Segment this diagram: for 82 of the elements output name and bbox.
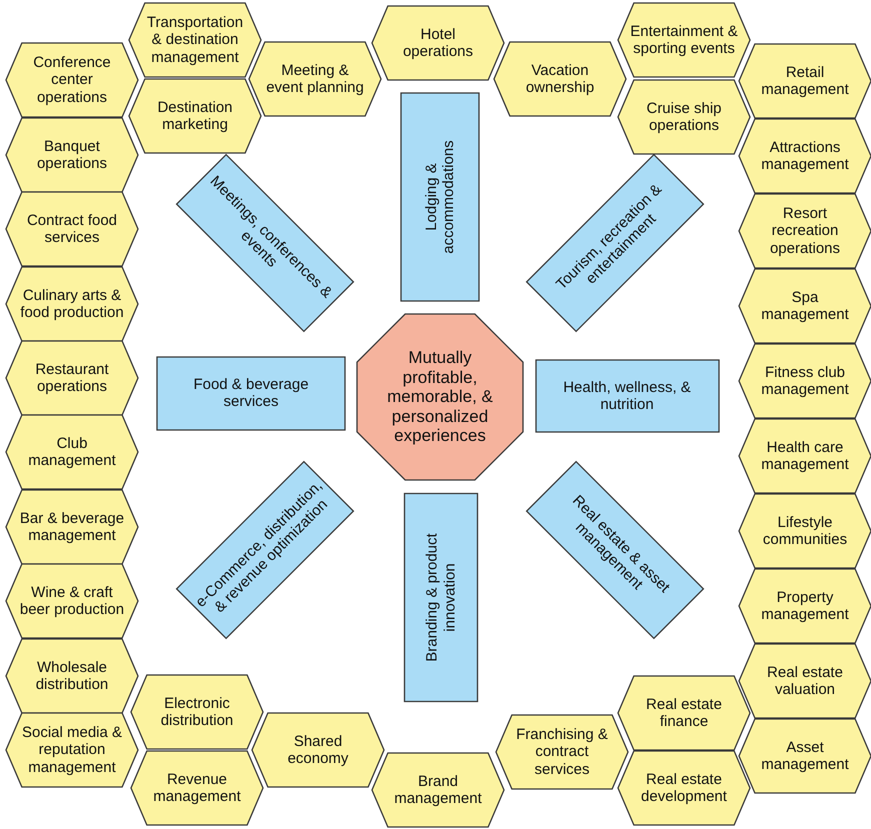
node-label: Cruise ship operations bbox=[645, 100, 723, 134]
hexagon-node bbox=[6, 267, 138, 341]
spoke-box bbox=[536, 360, 718, 432]
hexagon-node bbox=[618, 676, 750, 750]
hexagon-node bbox=[739, 119, 871, 193]
node-label: Mutually profitable, memorable, & personalized experiences bbox=[386, 348, 494, 446]
node-label: Food & beverage services bbox=[192, 376, 310, 410]
hexagon-node bbox=[6, 415, 138, 489]
node-label: Asset management bbox=[760, 738, 850, 774]
node-label: Real estate development bbox=[640, 770, 728, 806]
hexagon-node bbox=[6, 490, 138, 564]
hexagon-node bbox=[6, 639, 138, 713]
node-label: Lifestyle communities bbox=[762, 514, 848, 548]
hexagon-node bbox=[739, 644, 871, 718]
hexagon-node bbox=[129, 79, 261, 153]
hexagon-node bbox=[249, 42, 381, 116]
node-label: Bar & beverage management bbox=[18, 510, 126, 544]
spoke-box bbox=[526, 154, 704, 332]
hexagon-node bbox=[372, 753, 504, 827]
hexagon-node bbox=[739, 569, 871, 643]
spoke-box bbox=[526, 462, 704, 638]
node-label: Branding & product innovation bbox=[424, 532, 458, 664]
node-label: Vacation ownership bbox=[524, 62, 596, 96]
node-label: Brand management bbox=[393, 772, 483, 808]
node-label: Fitness club management bbox=[760, 364, 850, 398]
node-label: Club management bbox=[27, 434, 117, 470]
hexagon-node bbox=[618, 751, 750, 825]
node-label: Wholesale distribution bbox=[34, 658, 110, 694]
node-label: Destination marketing bbox=[156, 98, 234, 134]
octagon-node bbox=[357, 314, 523, 480]
spoke-box bbox=[404, 493, 478, 701]
hexagon-node bbox=[131, 751, 263, 825]
hexagon-node bbox=[6, 341, 138, 415]
node-label: Resort recreation operations bbox=[768, 205, 842, 257]
node-label: Property management bbox=[760, 588, 850, 624]
hexagon-node bbox=[739, 44, 871, 118]
hexagon-node bbox=[618, 3, 750, 77]
hexagon-node bbox=[739, 194, 871, 268]
hexagon-node bbox=[739, 494, 871, 568]
hexagon-node bbox=[6, 118, 138, 192]
hexagon-node bbox=[739, 419, 871, 493]
hexagon-node bbox=[252, 713, 384, 787]
node-label: Meeting & event planning bbox=[265, 62, 365, 96]
node-label: Conference center operations bbox=[32, 54, 112, 106]
node-label: Franchising & contract services bbox=[515, 726, 609, 778]
node-label: Transportation & destination management bbox=[146, 14, 244, 66]
node-label: Wine & craft beer production bbox=[18, 584, 126, 618]
node-label: Entertainment & sporting events bbox=[630, 22, 738, 58]
hexagon-node bbox=[739, 344, 871, 418]
hexagon-node bbox=[6, 192, 138, 266]
node-label: Real estate valuation bbox=[766, 664, 844, 698]
node-label: Culinary arts & food production bbox=[19, 286, 125, 322]
hexagon-node bbox=[129, 3, 261, 77]
hexagon-node bbox=[496, 715, 628, 789]
node-label: Health care management bbox=[760, 438, 850, 474]
spoke-box bbox=[176, 462, 354, 638]
hexagon-node bbox=[618, 80, 750, 154]
node-label: Shared economy bbox=[286, 732, 350, 768]
hexagon-node bbox=[6, 43, 138, 117]
hexagon-node bbox=[6, 713, 138, 787]
spoke-box bbox=[401, 93, 479, 301]
node-label: Lodging & accommodations bbox=[422, 139, 458, 256]
node-label: Electronic distribution bbox=[160, 694, 234, 730]
node-label: Restaurant operations bbox=[34, 360, 110, 396]
node-label: Hotel operations bbox=[402, 26, 474, 60]
hexagon-node bbox=[739, 719, 871, 793]
node-label: Contract food services bbox=[26, 212, 118, 246]
node-label: Retail management bbox=[760, 64, 850, 98]
node-label: Real estate finance bbox=[645, 696, 723, 730]
hexagon-node bbox=[6, 564, 138, 638]
node-label: Banquet operations bbox=[36, 138, 108, 172]
hexagon-node bbox=[739, 269, 871, 343]
hexagon-node bbox=[372, 6, 504, 80]
hexagon-node bbox=[131, 675, 263, 749]
node-label: Attractions management bbox=[760, 138, 850, 174]
node-label: Health, wellness, & nutrition bbox=[562, 378, 692, 414]
node-label: Revenue management bbox=[152, 770, 242, 806]
spoke-box bbox=[176, 154, 354, 332]
node-label: Spa management bbox=[760, 288, 850, 324]
hexagon-node bbox=[494, 42, 626, 116]
spoke-box bbox=[157, 356, 345, 430]
node-label: Social media & reputation management bbox=[20, 724, 124, 776]
